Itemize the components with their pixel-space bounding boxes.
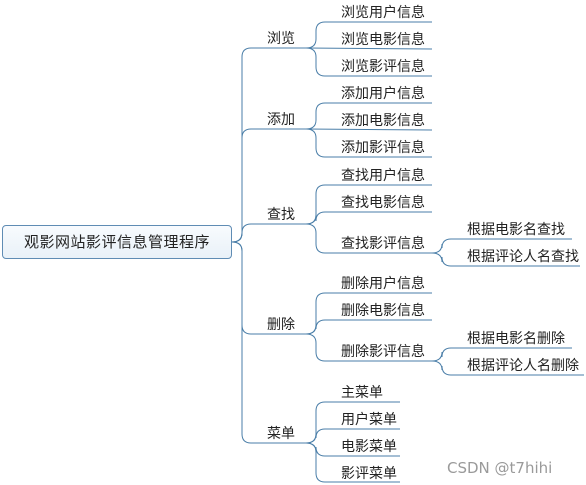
connector-search-by-reviewer [431,252,580,267]
connector-delete-by-movie [431,347,572,362]
leaf-review-menu[interactable]: 影评菜单 [341,466,397,482]
leaf-browse-movie-info[interactable]: 浏览电影信息 [341,32,425,48]
connector-menu-user [305,428,400,444]
leaf-search-by-reviewer-name[interactable]: 根据评论人名查找 [467,249,579,265]
root-node[interactable]: 观影网站影评信息管理程序 [2,225,232,259]
leaf-user-menu[interactable]: 用户菜单 [341,412,397,428]
connector-search-review [305,223,432,254]
leaf-delete-by-movie-name[interactable]: 根据电影名删除 [467,331,565,347]
branch-add-label[interactable]: 添加 [267,112,295,128]
leaf-main-menu[interactable]: 主菜单 [341,385,383,401]
leaf-delete-user-info[interactable]: 删除用户信息 [341,276,425,292]
branch-delete-label[interactable]: 删除 [267,317,295,333]
leaf-add-movie-info[interactable]: 添加电影信息 [341,113,425,129]
connector-delete-movie [305,319,432,335]
connector-menu-review [305,442,400,483]
leaf-delete-review-info[interactable]: 删除影评信息 [341,344,425,360]
connector-add-user [305,102,432,130]
connector-browse-user [305,21,432,49]
branch-browse-label[interactable]: 浏览 [267,31,295,47]
connector-delete-review [305,333,432,362]
leaf-delete-by-reviewer-name[interactable]: 根据评论人名删除 [467,358,579,374]
branch-search-label[interactable]: 查找 [267,207,295,223]
connector-delete-by-reviewer [431,360,584,376]
connector-browse-movie [305,47,433,50]
connector-search-movie [305,211,432,225]
connector-add-movie [305,128,433,131]
leaf-search-user-info[interactable]: 查找用户信息 [341,168,425,184]
connector-search-by-movie [431,238,572,254]
connector-root-add [231,128,306,243]
watermark: CSDN @t7hihi [447,459,553,477]
leaf-add-review-info[interactable]: 添加影评信息 [341,140,425,156]
leaf-delete-movie-info[interactable]: 删除电影信息 [341,303,425,319]
leaf-add-user-info[interactable]: 添加用户信息 [341,86,425,102]
connector-root-search [231,223,306,243]
branch-menu-label[interactable]: 菜单 [267,426,295,442]
connector-browse-review [305,47,432,77]
leaf-browse-user-info[interactable]: 浏览用户信息 [341,5,425,21]
leaf-movie-menu[interactable]: 电影菜单 [341,439,397,455]
leaf-search-by-movie-name[interactable]: 根据电影名查找 [467,222,565,238]
connector-add-review [305,128,432,158]
leaf-search-movie-info[interactable]: 查找电影信息 [341,195,425,211]
connector-root-menu [231,241,306,444]
leaf-search-review-info[interactable]: 查找影评信息 [341,236,425,252]
leaf-browse-review-info[interactable]: 浏览影评信息 [341,59,425,75]
